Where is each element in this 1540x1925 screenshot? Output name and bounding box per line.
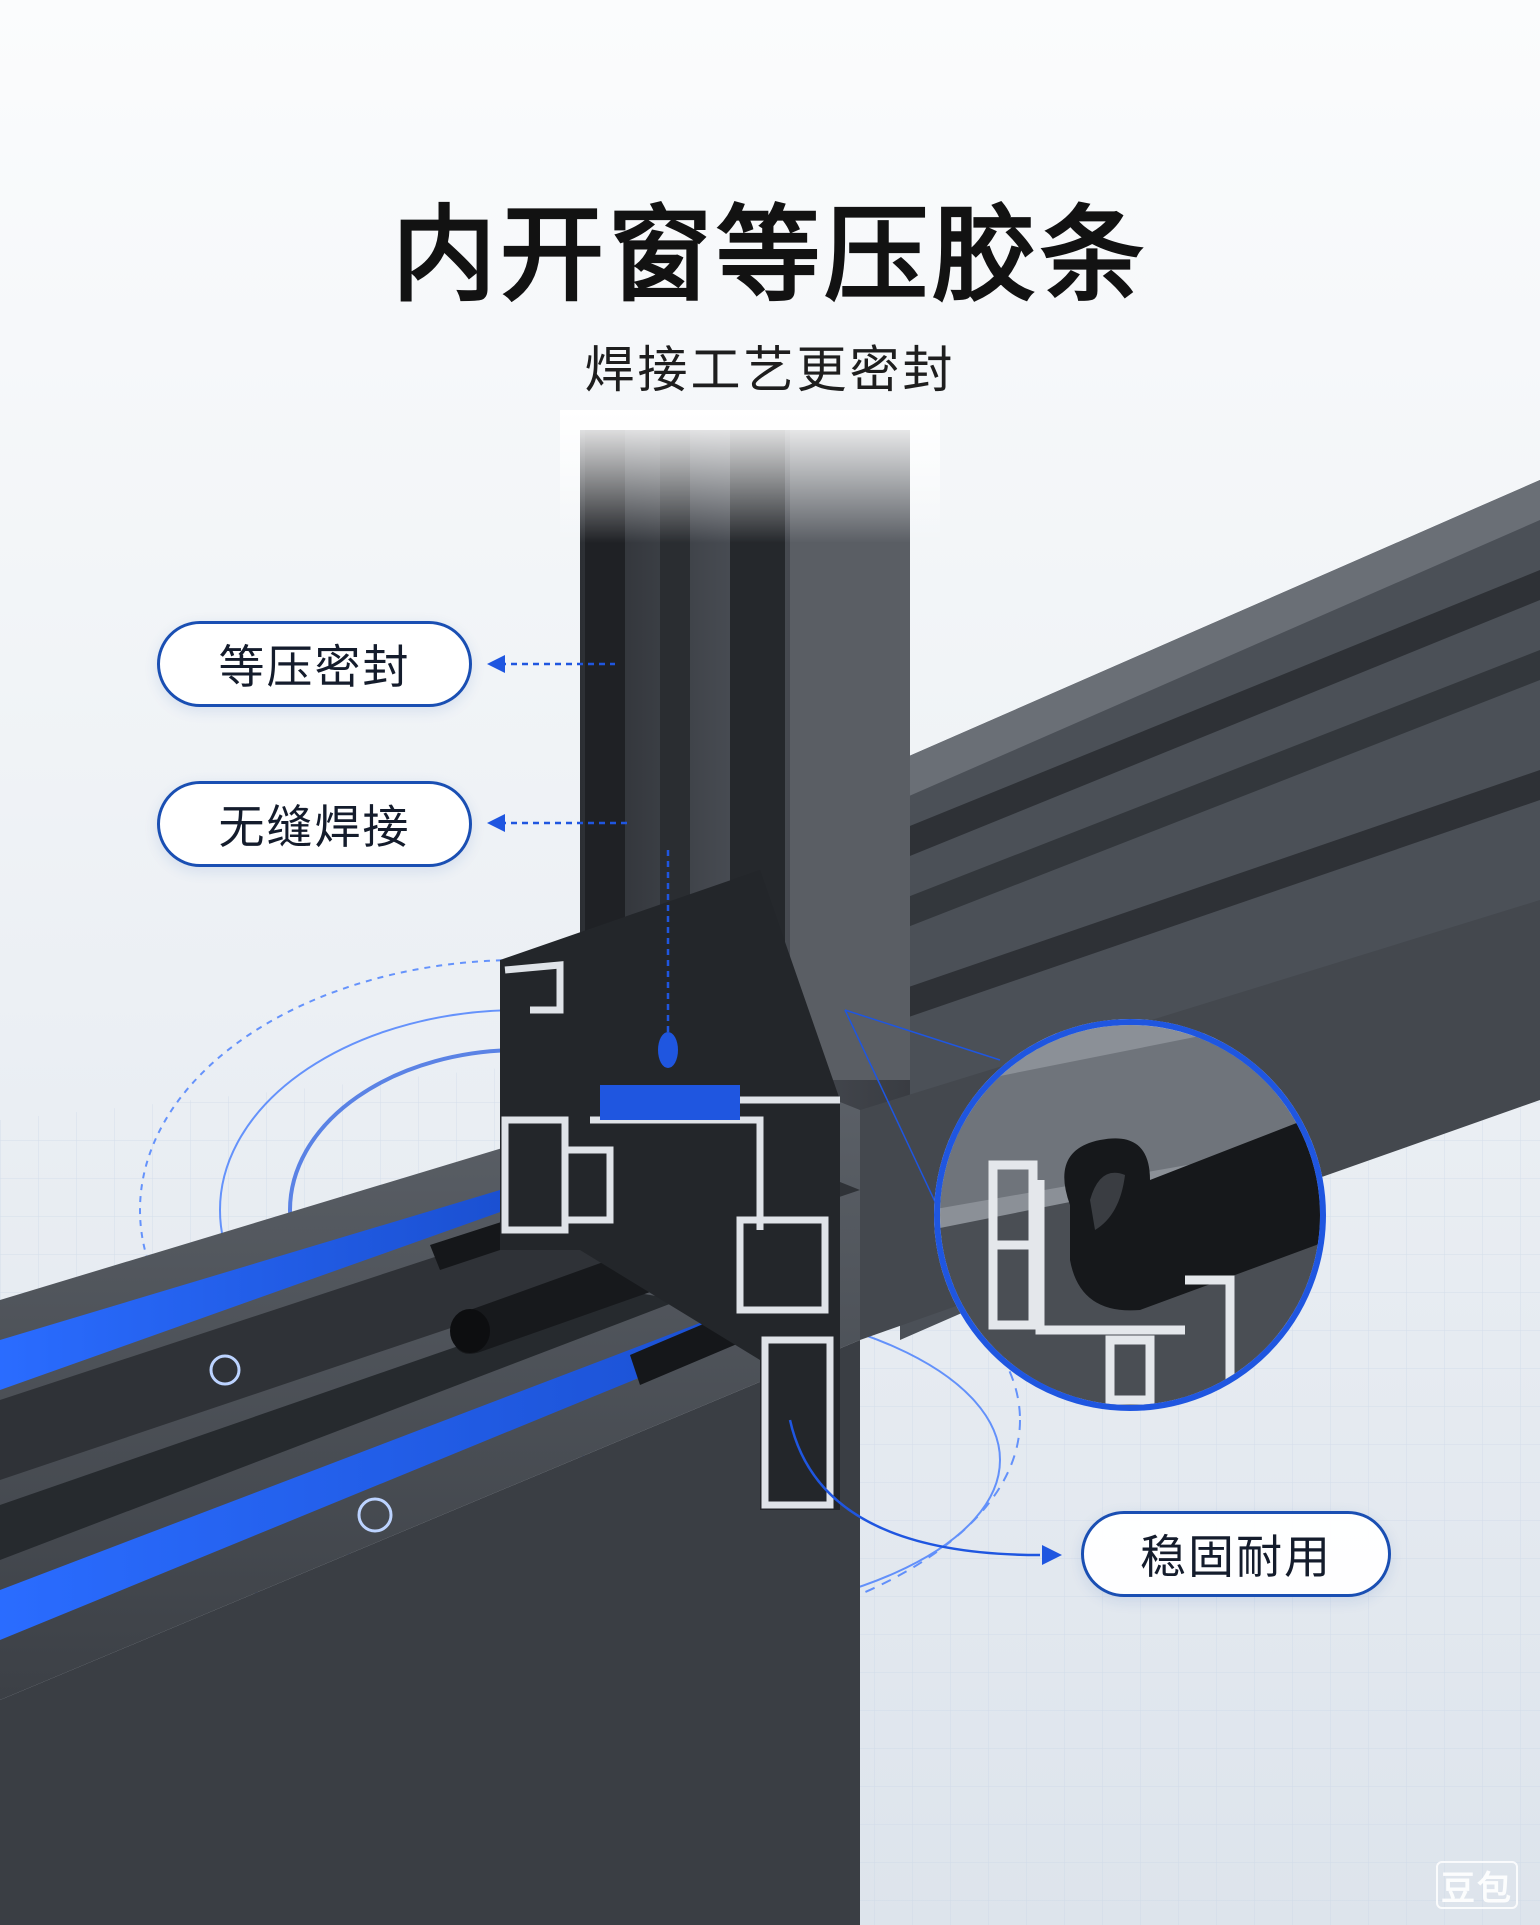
callout-durable: 稳固耐用 <box>1081 1511 1391 1597</box>
blue-gaskets <box>0 1190 780 1640</box>
page-subtitle: 焊接工艺更密封 <box>584 341 956 399</box>
callout-seamless-welding: 无缝焊接 <box>157 781 472 867</box>
profile-cross-section <box>500 870 840 1510</box>
zoom-detail-circle <box>934 1019 1326 1411</box>
leader-lines <box>500 662 1041 1557</box>
vertical-sash <box>560 410 940 1130</box>
watermark-logo: 豆包 <box>1436 1861 1518 1909</box>
leader-arrowheads <box>487 655 1062 1565</box>
page-title: 内开窗等压胶条 <box>391 194 1148 316</box>
callout-equal-pressure-seal: 等压密封 <box>157 621 472 707</box>
